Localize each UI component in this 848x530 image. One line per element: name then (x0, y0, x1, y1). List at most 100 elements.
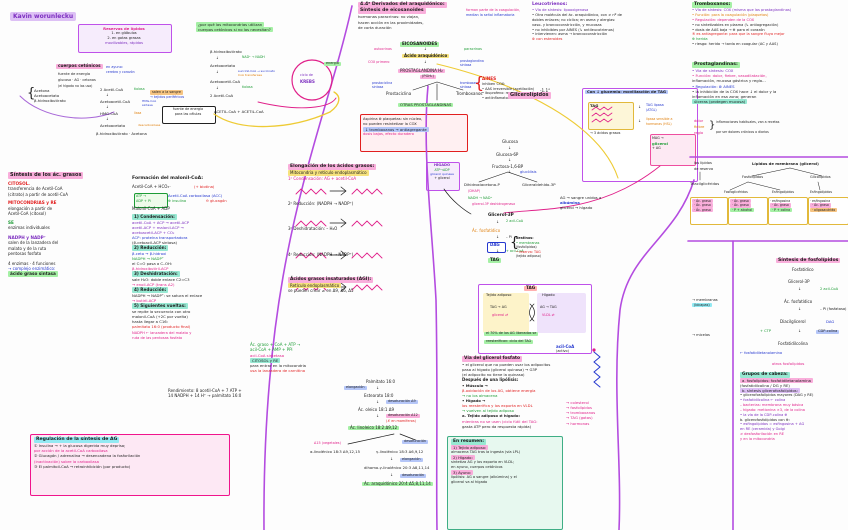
note-line: para las células (174, 111, 202, 116)
note-line: → 3 ácidos grasos (590, 131, 621, 135)
acil-coa-etiqueta: acil-CoA(activo) (556, 344, 592, 354)
note-line: · P + alcohol (730, 207, 755, 212)
note-line: HMG-CoA (100, 111, 119, 116)
note-line: } (709, 120, 716, 131)
note-line: • Otra molécula del ác. araquidónico, co… (532, 13, 622, 18)
note-line: cuerpos cetónicos si no los necesitan? (196, 27, 273, 33)
note-line: Acetoacetil-CoA (100, 99, 131, 104)
note-line: inflamaciones habituales, van a recetas (716, 120, 780, 124)
note-line: · Ác. graso (810, 203, 831, 208)
membrana-notas: → membranas(bicapas)→ micelas (692, 298, 730, 338)
note-line: sintetiza AG y los exporta en VLDL; (451, 460, 515, 465)
note-line: reesterifican: ciclo del TAG (484, 339, 534, 344)
note-line: ↓ (798, 287, 802, 291)
note-line: glicerol quinasa (430, 172, 454, 177)
note-line: (PGH₂) (420, 74, 436, 79)
note-line: • Vía de síntesis: lipooxigenasa (532, 8, 589, 13)
note-line: acil-CoA (556, 344, 575, 349)
note-line: VLDL ⇄ (542, 313, 555, 317)
note-line: · Ác. graso (730, 199, 751, 204)
note-line: Ácido araquidónico (402, 53, 450, 59)
note-line: Elongación de los ácidos grasos: (288, 164, 377, 171)
note-line: (fosfatidilcolina / DG y RE) (740, 383, 790, 389)
note-line: CoA transferasa (238, 73, 263, 77)
note-line: acil-CoA sintetasa (250, 352, 285, 358)
note-line: transferencia de Acetil-CoA (8, 186, 63, 192)
acil-coa-destinos: → colesterol→ fosfolípidos→ tromboxanos→… (566, 400, 622, 426)
note-line: albúmina (560, 200, 580, 206)
aspirina-box (360, 114, 468, 152)
note-line: → colesterol (566, 400, 589, 405)
note-line: Fosfoglicéridos (724, 190, 748, 194)
note-line: vaso- y broncoconstricción, y mucosas (532, 22, 602, 27)
note-line: regla (694, 131, 704, 135)
pasos-sintasa: 1) Condensación:acetil-CoA + ACP → aceti… (132, 214, 282, 341)
note-line: MITOCONDRIAS y RE (8, 200, 57, 206)
note-line: el C=O pasa a C–OH: (132, 261, 173, 267)
note-line: 2) Reducción: (132, 245, 169, 251)
note-line: (inactivación) sobre la carboxilasa (34, 458, 99, 464)
note-line: β-hidroxibutirato (210, 49, 242, 54)
panel-higado (537, 293, 586, 333)
note-line: { (510, 235, 519, 251)
note-line: pasa al hígado (glicerol quinasa) → G3P (462, 367, 538, 373)
note-line: – bacterias: membrana muy básica (740, 403, 804, 407)
note-line: · Ác. graso (692, 203, 713, 208)
note-line: Glucosa-6P (496, 152, 519, 157)
note-line: ↓ (496, 220, 500, 224)
note-line: TAG (590, 103, 599, 108)
note-line: Hígado (542, 293, 555, 297)
note-line: 2 acil-CoA (506, 219, 524, 223)
note-line: • la inhibición de la COX hace ↓ el dolo… (692, 88, 777, 94)
page-title: Kavin worunlecku (10, 3, 77, 22)
note-line: Acetil-CoA + HCO₃⁻ (132, 184, 172, 189)
note-line: (fosfolípidos) (516, 245, 537, 250)
note-line: glicerol-3P deshidrogenasa (472, 202, 516, 206)
page-title-text: Kavin worunlecku (10, 12, 77, 21)
eicosanoides-titulo: 4.4ᵃ Derivados del araquidónico:Síntesis… (358, 2, 476, 30)
note-line: 2 Acetil-CoA (100, 87, 124, 92)
note-line: paracrinas (464, 47, 482, 51)
card-glicolipidos-filas: · esfingosina· Ác. graso· oligosacárido (810, 199, 846, 212)
note-line: ↓ (638, 105, 642, 109)
note-line: Fosfatídico (792, 267, 814, 272)
resumen-box (447, 436, 563, 530)
note-line: Glicerol-3P (488, 212, 514, 217)
note-line: · Ác. graso (770, 203, 791, 208)
card-tag-filas: · Ác. graso· Ác. graso· Ác. graso (692, 199, 724, 212)
grupos-cabeza: Grupos de cabeza:a. fosfolípidos: fosfat… (740, 372, 848, 442)
note-line: ¿por qué las mitocondrias utilizan (196, 22, 265, 28)
note-line: ↓ tromboxanos → antiagregante (363, 126, 429, 132)
note-line: Ác. linoleico 18:2 Δ9,12 (348, 425, 400, 431)
note-line: ruta de las pentosas fosfato (132, 336, 183, 341)
note-line: ATP→ADP (434, 167, 450, 172)
note-line: ⊕ herida (692, 37, 708, 42)
note-line: γ-linolénico 18:3 Δ6,9,12 (376, 449, 424, 454)
activacion-ag: Ác. graso + CoA + ATP →acil-CoA + AMP + … (250, 342, 358, 373)
note-line: + acil-CoA (506, 249, 524, 253)
note-line: · esfingosina (770, 199, 791, 203)
note-line: + glicerol (434, 176, 450, 181)
note-line: b. glicerofosfolípidos con ⊕: (740, 417, 791, 422)
note-line: liasa (134, 111, 142, 115)
note-line: lipasa sensible a (646, 117, 673, 121)
tromboxanos: Tromboxanos:• Vía de síntesis: COX (mism… (692, 2, 848, 47)
note-line: (el hígado no las usa) (58, 84, 93, 88)
note-line: • Músculo → (462, 382, 488, 388)
note-line: • Hígado → (462, 398, 486, 404)
note-line: lipólisis: AG a sangre (albúmina) y el (451, 474, 517, 479)
note-line: no pueden resintetizar la COX (363, 121, 417, 126)
note-line: β-oxidación de los AG, obtiene energía (462, 387, 536, 393)
note-line: dosis bajas, efecto duradero (363, 131, 414, 136)
rendimiento: Rendimiento: 8 acetil-CoA + 7 ATP +14 NA… (168, 388, 308, 399)
note-line: Palmitato 16:0 (366, 379, 396, 384)
note-line: fiebre (694, 125, 705, 129)
note-line: (citrato) a partir de acetil-CoA (8, 191, 68, 197)
note-line: Fructosa-1,6-BP (492, 164, 524, 169)
note-line: 5) Siguientes vueltas: (132, 303, 188, 309)
note-line: enzimas individuales (8, 225, 50, 231)
glicerolipidos-titulo: Glicerolípidos (508, 92, 578, 99)
note-line: hormonas paracrinas: no viajan, (358, 14, 420, 20)
note-line: glicerol va al hígado (451, 479, 488, 484)
